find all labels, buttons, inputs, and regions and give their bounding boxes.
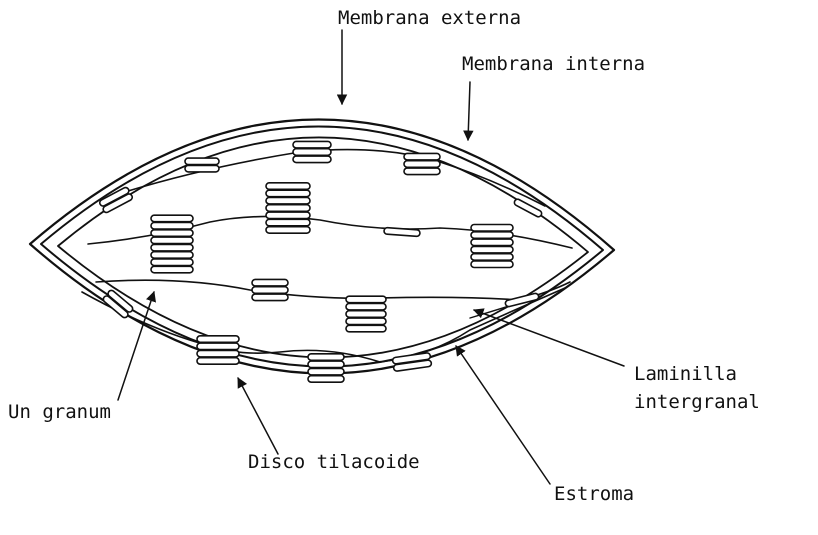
granum-stack <box>505 293 540 308</box>
thylakoid-disc <box>404 161 440 168</box>
arrow-membrana-interna <box>468 82 470 140</box>
thylakoid-disc <box>185 165 219 172</box>
thylakoid-disc <box>346 296 386 303</box>
label-laminilla-line1: Laminilla <box>634 363 737 385</box>
thylakoid-disc <box>384 228 420 237</box>
thylakoid-disc <box>346 318 386 325</box>
thylakoid-disc <box>346 325 386 332</box>
granum-stack <box>99 186 134 213</box>
thylakoid-disc <box>404 168 440 175</box>
label-laminilla-line2: intergranal <box>634 391 760 413</box>
granum-stack <box>151 215 193 273</box>
thylakoid-disc <box>266 183 310 190</box>
granum-stack <box>404 153 440 174</box>
granum-stack <box>293 141 331 162</box>
granum-stack <box>471 225 513 268</box>
arrow-laminilla <box>474 310 624 366</box>
thylakoid-disc <box>197 358 239 365</box>
thylakoid-disc <box>471 225 513 232</box>
thylakoid-disc <box>151 237 193 244</box>
granum-stack <box>252 279 288 300</box>
thylakoid-disc <box>151 259 193 266</box>
thylakoid-disc <box>471 254 513 261</box>
arrow-estroma <box>456 346 550 484</box>
thylakoid-disc <box>197 336 239 343</box>
thylakoid-disc <box>308 376 344 383</box>
thylakoid-disc <box>346 311 386 318</box>
granum-stack <box>197 336 239 364</box>
thylakoid-disc <box>293 149 331 156</box>
thylakoid-disc <box>471 261 513 268</box>
thylakoid-disc <box>293 141 331 148</box>
label-un-granum: Un granum <box>8 401 111 423</box>
thylakoid-disc <box>308 354 344 361</box>
thylakoid-disc <box>266 212 310 219</box>
pointer-arrows <box>118 30 624 484</box>
thylakoid-disc <box>346 303 386 310</box>
granum-stack <box>266 183 310 233</box>
thylakoid-disc <box>308 361 344 368</box>
thylakoid-disc <box>293 156 331 163</box>
thylakoid-disc <box>404 153 440 160</box>
thylakoid-disc <box>471 239 513 246</box>
granum-stack <box>384 228 420 237</box>
thylakoid-disc <box>471 246 513 253</box>
thylakoid-disc <box>266 197 310 204</box>
thylakoid-disc <box>266 190 310 197</box>
thylakoid-disc <box>151 223 193 230</box>
thylakoid-disc <box>151 252 193 259</box>
granum-stack <box>392 353 432 372</box>
granum-stack <box>308 354 344 382</box>
thylakoid-disc <box>266 219 310 226</box>
thylakoid-disc <box>252 279 288 286</box>
label-membrana-externa: Membrana externa <box>338 7 521 29</box>
granum-stack <box>185 158 219 172</box>
thylakoid-disc <box>151 230 193 237</box>
thylakoid-disc <box>151 244 193 251</box>
thylakoid-disc <box>197 350 239 357</box>
label-estroma: Estroma <box>554 483 634 505</box>
label-disco-tilacoide: Disco tilacoide <box>248 451 420 473</box>
thylakoid-disc <box>505 293 540 308</box>
thylakoid-disc <box>471 232 513 239</box>
arrow-disco-tilacoide <box>238 378 278 454</box>
thylakoid-disc <box>266 205 310 212</box>
labels: Membrana externa Membrana interna Lamini… <box>8 7 760 505</box>
thylakoid-disc <box>197 343 239 350</box>
thylakoid-disc <box>252 287 288 294</box>
granum-stack <box>346 296 386 332</box>
thylakoid-disc <box>151 266 193 273</box>
thylakoid-disc <box>185 158 219 165</box>
label-membrana-interna: Membrana interna <box>462 53 645 75</box>
thylakoid-disc <box>252 294 288 301</box>
thylakoid-disc <box>266 227 310 234</box>
thylakoid-disc <box>308 368 344 375</box>
thylakoid-disc <box>151 215 193 222</box>
